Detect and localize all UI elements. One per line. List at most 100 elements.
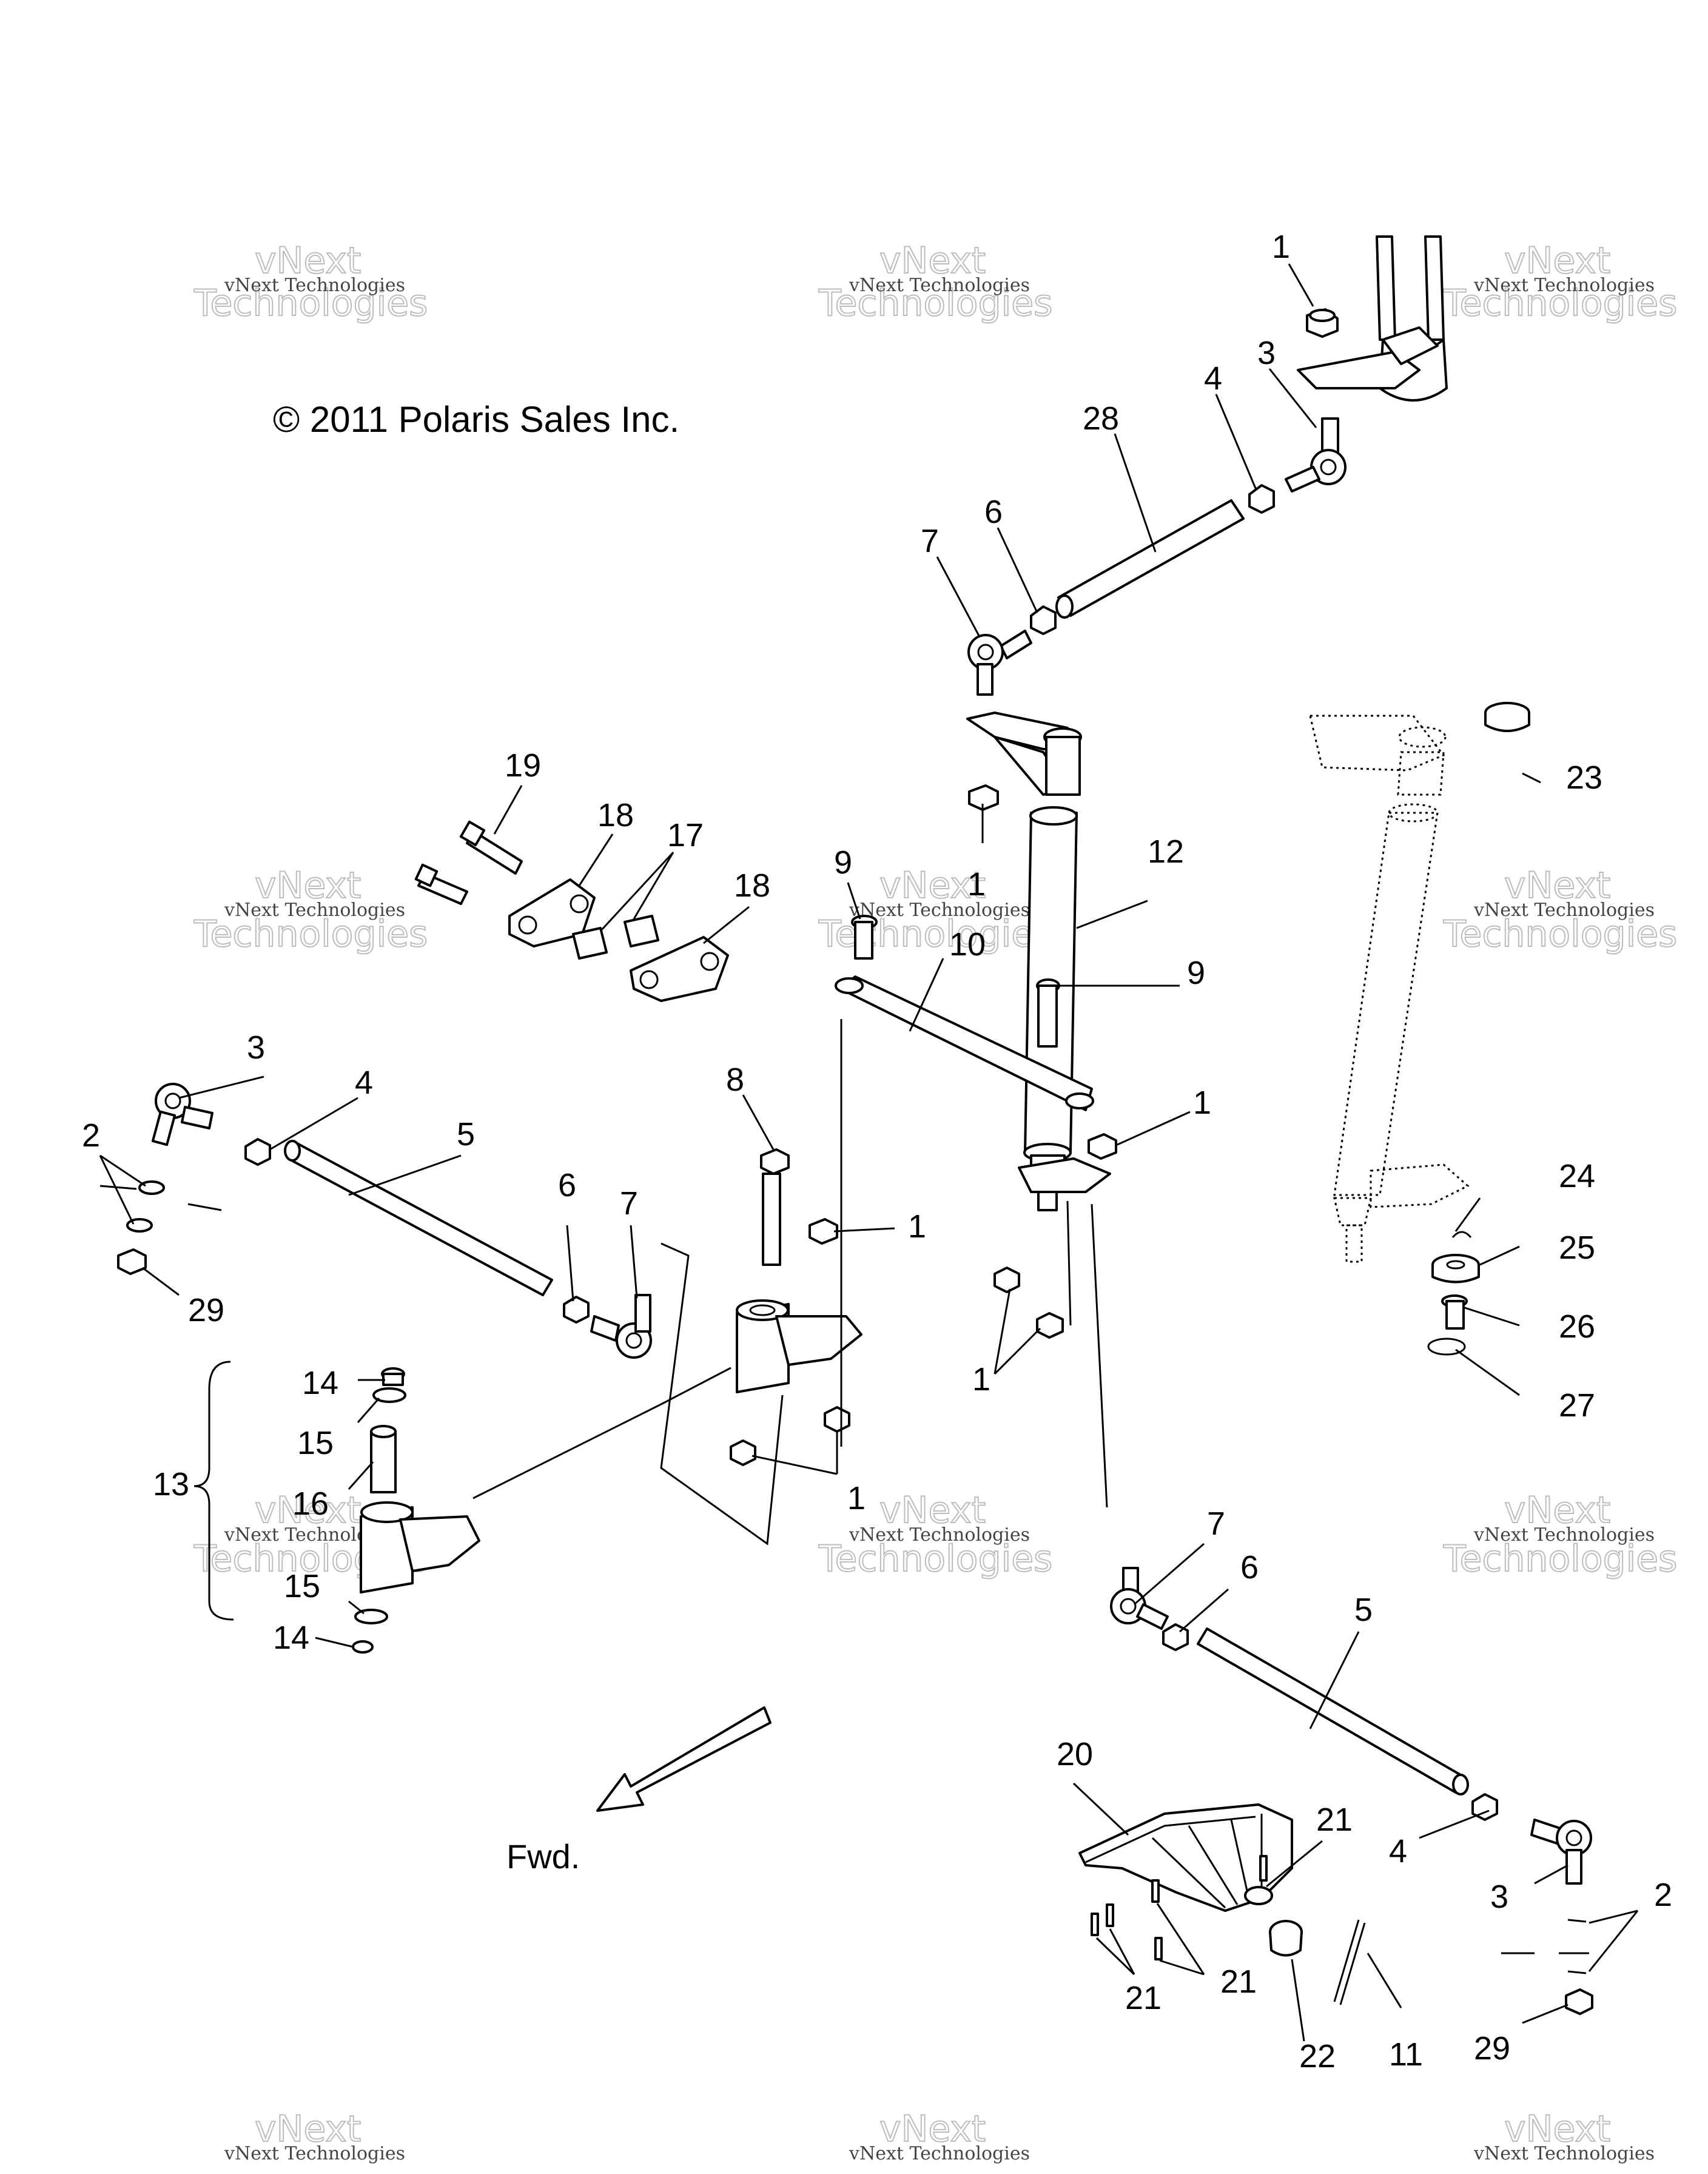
- callout-20: 20: [1057, 1736, 1093, 1772]
- watermark-big-1: vNext: [1504, 1489, 1610, 1532]
- callout-12: 12: [1148, 833, 1184, 870]
- clamp-18-right: [630, 936, 729, 1002]
- callout-1: 1: [1193, 1085, 1211, 1121]
- callout-9: 9: [834, 844, 852, 881]
- callout-16: 16: [292, 1486, 329, 1522]
- callout-29: 29: [188, 1292, 224, 1328]
- watermark-big-2: Technologies: [1443, 913, 1677, 955]
- watermark-small: vNext Technologies: [849, 900, 1030, 921]
- cap-23: [1484, 702, 1530, 732]
- callout-14: 14: [302, 1365, 338, 1401]
- watermark-small: vNext Technologies: [849, 275, 1030, 296]
- callout-1: 1: [1272, 229, 1290, 265]
- callout-26: 26: [1559, 1308, 1595, 1345]
- callout-7: 7: [921, 523, 939, 559]
- callout-5: 5: [1354, 1592, 1373, 1628]
- callout-27: 27: [1559, 1387, 1595, 1424]
- callout-21: 21: [1125, 1980, 1162, 2016]
- callout-7: 7: [620, 1185, 638, 1222]
- rod-end-7-left: [590, 1294, 652, 1359]
- watermark-bottom-center: vNext vNext Technologies: [849, 2107, 1030, 2164]
- jam-nut-6-top: [1030, 605, 1057, 635]
- watermark-small: vNext Technologies: [224, 2143, 405, 2164]
- watermark-small: vNext Technologies: [1473, 275, 1655, 296]
- watermark-low-center: vNext Technologies vNext Technologies: [818, 1489, 1053, 1581]
- callout-11: 11: [1389, 2036, 1423, 2073]
- washer-15-bottom: [354, 1609, 388, 1624]
- jam-nut-4-top: [1248, 484, 1275, 514]
- callout-5: 5: [457, 1116, 475, 1153]
- bolt-19: [459, 820, 523, 875]
- watermark-big-2: Technologies: [818, 282, 1052, 325]
- jam-nut-4-left: [244, 1138, 271, 1166]
- callout-18: 18: [597, 797, 634, 833]
- washers-2-left: [99, 1180, 222, 1233]
- watermarks: vNext Technologies vNext Technologies vN…: [193, 239, 1678, 2164]
- tie-rod-28: [1055, 499, 1245, 619]
- callout-15: 15: [284, 1568, 320, 1604]
- watermark-small: vNext Technologies: [1473, 1524, 1655, 1546]
- watermark-mid-right: vNext Technologies vNext Technologies: [1442, 864, 1678, 956]
- bushings-17: [572, 915, 659, 960]
- copyright-notice: © 2011 Polaris Sales Inc.: [273, 399, 679, 440]
- callout-4: 4: [1389, 1833, 1407, 1869]
- watermark-big-1: vNext: [255, 864, 361, 907]
- tie-rod-5-left: [284, 1140, 553, 1296]
- watermark-small: vNext Technologies: [224, 900, 405, 921]
- flange-nuts-1-idler-bottom: [730, 1406, 850, 1466]
- watermark-big-1: vNext: [1504, 240, 1610, 282]
- jam-nut-4-right: [1471, 1793, 1498, 1821]
- flange-nut-1-column-top: [968, 784, 999, 811]
- bolt-9-left: [851, 915, 878, 960]
- forward-label: Fwd.: [506, 1837, 580, 1876]
- callout-6: 6: [558, 1167, 576, 1203]
- watermark-big-1: vNext: [255, 2108, 361, 2150]
- callout-6: 6: [984, 494, 1003, 530]
- watermark-small: vNext Technologies: [849, 1524, 1030, 1546]
- callout-2: 2: [1654, 1877, 1672, 1913]
- bolt-19-lower: [414, 863, 468, 905]
- watermark-big-1: vNext: [879, 240, 986, 282]
- callout-29: 29: [1474, 2030, 1510, 2067]
- grommet-22: [1269, 1920, 1303, 1957]
- snap-ring-27: [1427, 1338, 1466, 1356]
- callout-labels: 1 3 4 28 6 7 23 19 18 17 18 1 9 10 12 9 …: [82, 229, 1672, 2075]
- pitman-arm-10: [835, 975, 1094, 1111]
- callout-18: 18: [734, 867, 770, 904]
- tie-rod-5-right: [1197, 1627, 1469, 1795]
- callout-1: 1: [847, 1480, 866, 1516]
- watermark-big-1: vNext: [879, 1489, 986, 1532]
- assembly-leaders: [472, 1019, 1108, 1546]
- callout-1: 1: [967, 866, 986, 903]
- watermark-bottom-left: vNext vNext Technologies: [224, 2107, 405, 2164]
- lock-nut-29-right: [1565, 1988, 1593, 2015]
- watermark-small: vNext Technologies: [1473, 900, 1655, 921]
- watermark-small: vNext Technologies: [1473, 2143, 1655, 2164]
- fasteners-21: [1091, 1855, 1268, 1960]
- watermark-big-2: Technologies: [193, 913, 428, 955]
- rod-end-3-right: [1530, 1819, 1592, 1885]
- idler-arm: [736, 1299, 862, 1393]
- phantom-column: [1309, 715, 1470, 1263]
- jam-nut-6-left: [563, 1296, 590, 1324]
- callout-7: 7: [1207, 1506, 1225, 1542]
- watermark-big-2: Technologies: [1443, 1538, 1677, 1580]
- cotter-pin-11: [1333, 1919, 1366, 2005]
- callout-3: 3: [1490, 1879, 1508, 1915]
- watermark-top-center: vNext Technologies vNext Technologies: [818, 239, 1053, 325]
- callout-4: 4: [355, 1065, 373, 1101]
- rod-end-3-top: [1285, 417, 1347, 493]
- watermark-small: vNext Technologies: [224, 275, 405, 296]
- watermark-mid-left: vNext Technologies vNext Technologies: [193, 864, 428, 956]
- watermark-big-1: vNext: [1504, 864, 1610, 907]
- bracket-13-body: [360, 1501, 480, 1593]
- watermark-bottom-right: vNext vNext Technologies: [1473, 2107, 1655, 2164]
- callout-17: 17: [667, 817, 704, 853]
- nut-14-bottom: [352, 1640, 374, 1654]
- watermark-big-1: vNext: [255, 240, 361, 282]
- watermark-big-1: vNext: [879, 2108, 986, 2150]
- rod-end-7-top: [967, 630, 1032, 696]
- sleeve-16: [370, 1425, 397, 1493]
- watermark-small: vNext Technologies: [849, 2143, 1030, 2164]
